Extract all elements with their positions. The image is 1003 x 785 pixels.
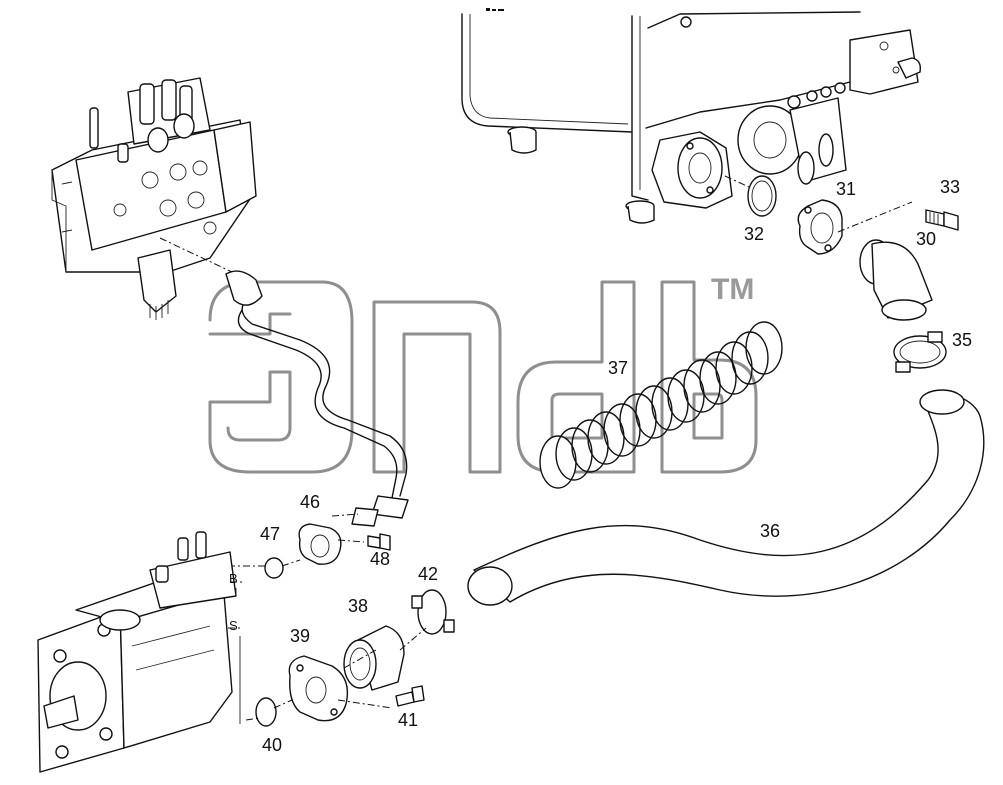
part-35-hose-clamp	[893, 331, 947, 373]
part-47-o-ring	[264, 557, 284, 579]
callout-40: 40	[262, 735, 282, 755]
port-label-b: B	[229, 571, 238, 586]
callout-37: 37	[608, 358, 628, 378]
part-39-flange-half	[288, 655, 349, 722]
part-48-bolt	[367, 533, 391, 551]
hydraulic-pump	[37, 531, 244, 773]
callout-31: 31	[836, 179, 856, 199]
hydraulic-tank	[461, 8, 922, 224]
part-46-flange-half	[298, 523, 342, 565]
pressure-line-tube	[225, 270, 409, 527]
callout-35: 35	[952, 330, 972, 350]
callout-48: 48	[370, 549, 390, 569]
callout-46: 46	[300, 492, 320, 512]
part-38-adapter	[343, 625, 405, 691]
callout-30: 30	[916, 229, 936, 249]
part-40-o-ring	[255, 697, 277, 727]
part-33-bolt	[925, 209, 959, 231]
part-37-spring-guard	[539, 321, 783, 489]
part-31-flange-half	[797, 199, 843, 255]
control-valve-block	[51, 77, 257, 320]
callout-39: 39	[290, 626, 310, 646]
callout-32: 32	[744, 224, 764, 244]
part-36-suction-hose	[467, 389, 985, 606]
port-label-s: S	[229, 618, 238, 633]
watermark-trademark: TM	[711, 273, 754, 306]
callout-41: 41	[398, 710, 418, 730]
watermark-logo: TM	[208, 273, 758, 474]
part-32-o-ring	[747, 175, 777, 217]
callout-42: 42	[418, 564, 438, 584]
callout-36: 36	[760, 521, 780, 541]
callout-47: 47	[260, 524, 280, 544]
part-41-bolt	[395, 685, 425, 707]
part-42-hose-clamp	[411, 589, 455, 635]
part-30-elbow	[859, 239, 933, 321]
logo-fragment	[486, 8, 504, 11]
callout-33: 33	[940, 177, 960, 197]
callout-38: 38	[348, 596, 368, 616]
